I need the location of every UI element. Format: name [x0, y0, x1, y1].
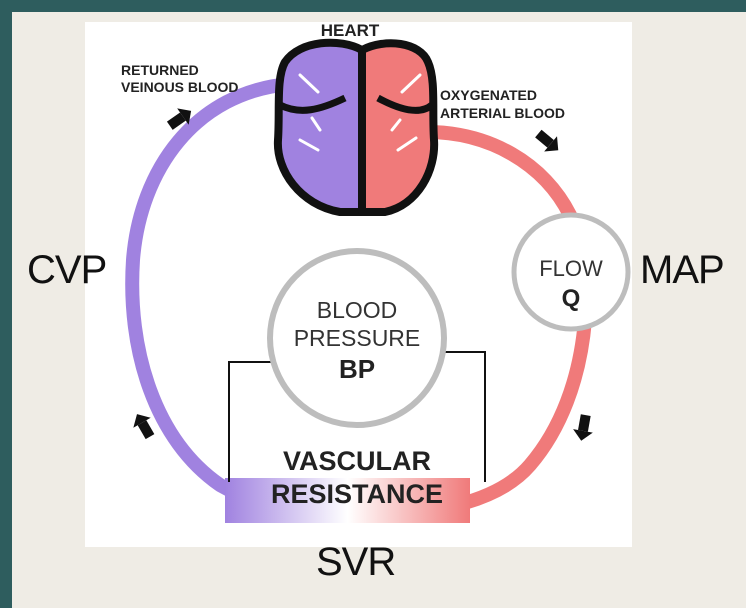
- svr-label: SVR: [316, 540, 395, 585]
- bp-label-line1: BLOOD: [317, 297, 398, 323]
- heart-icon: [278, 43, 434, 212]
- bp-label-line2: PRESSURE: [294, 325, 421, 351]
- oxygenated-label-line2: ARTERIAL BLOOD: [440, 105, 565, 121]
- vascular-label-line1: VASCULAR: [283, 446, 431, 476]
- arrow-arterial-icon: [532, 126, 565, 158]
- flow-label-line1: FLOW: [539, 256, 603, 281]
- heart-right-chamber: [362, 43, 434, 212]
- cvp-label: CVP: [27, 248, 106, 293]
- oxygenated-label-line1: OXYGENATED: [440, 87, 537, 103]
- vascular-label-line2: RESISTANCE: [271, 479, 443, 509]
- bp-label-line3: BP: [339, 354, 375, 384]
- returned-label-line1: RETURNED: [121, 62, 199, 78]
- arrow-right-down-icon: [571, 413, 595, 442]
- heart-label: HEART: [321, 21, 380, 40]
- map-label: MAP: [640, 248, 724, 293]
- returned-label-line2: VEINOUS BLOOD: [121, 79, 238, 95]
- flow-label-line2: Q: [562, 285, 581, 312]
